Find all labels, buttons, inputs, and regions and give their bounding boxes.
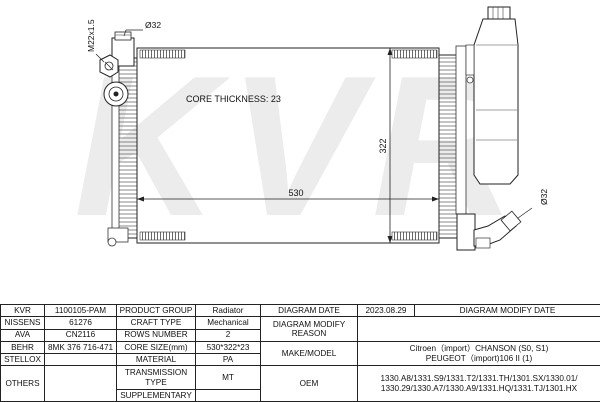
radiator-technical-drawing: KVR [74, 6, 549, 258]
oem-label: OEM [260, 365, 358, 402]
nissens-part-number: 61276 [44, 316, 117, 330]
supplementary-label: SUPPLEMENTARY [116, 388, 196, 402]
make-model-label: MAKE/MODEL [260, 340, 358, 367]
rows-number-value: 2 [195, 328, 261, 342]
craft-type-label: CRAFT TYPE [116, 316, 196, 330]
table-row: AVA CN2116 ROWS NUMBER 2 [0, 328, 600, 342]
brand-behr: BEHR [0, 340, 45, 355]
diagram-modify-reason-value [357, 316, 600, 342]
behr-part-number: 8MK 376 716-471 [44, 340, 117, 355]
oem-line: 1330.A8/1331.S9/1331.T2/1331.TH/1301.SX/… [380, 374, 578, 384]
product-group-label: PRODUCT GROUP [116, 303, 196, 318]
width-label: 530 [288, 188, 303, 198]
drain-plug [99, 54, 119, 78]
brand-others: OTHERS [0, 365, 45, 402]
thread-callout [95, 53, 105, 63]
right-tank [438, 45, 476, 251]
table-row: STELLOX MATERIAL PA [0, 353, 600, 367]
brand-stellox: STELLOX [0, 353, 45, 367]
supplementary-value [195, 388, 261, 402]
transmission-type-label: TRANSMISSION TYPE [116, 365, 196, 390]
core-size-value: 530*322*23 [195, 340, 261, 355]
outlet-pipe [473, 210, 522, 249]
brand-nissens: NISSENS [0, 316, 45, 330]
inlet-diameter-label: Ø32 [145, 20, 161, 30]
material-label: MATERIAL [116, 353, 196, 367]
brand-kvr: KVR [0, 303, 45, 318]
oem-numbers: 1330.A8/1331.S9/1331.T2/1331.TH/1301.SX/… [357, 365, 600, 402]
diagram-date-label: DIAGRAM DATE [260, 303, 358, 318]
table-row: SUPPLEMENTARY [1, 388, 600, 402]
brand-ava: AVA [0, 328, 45, 342]
core-thickness-label: CORE THICKNESS: 23 [186, 94, 281, 104]
table-row: BEHR 8MK 376 716-471 CORE SIZE(mm) 530*3… [0, 340, 600, 367]
table-row: KVR 1100105-PAM PRODUCT GROUP Radiator D… [0, 303, 600, 318]
make-model-line: Citroen（import）CHANSON (S0, S1) [409, 344, 549, 354]
width-dimension [137, 196, 439, 202]
height-dimension [387, 48, 393, 243]
craft-type-value: Mechanical [195, 316, 261, 330]
diagram-date-value: 2023.08.29 [357, 303, 415, 318]
stellox-part-number [44, 353, 117, 367]
diagram-modify-date-label: DIAGRAM MODIFY DATE [414, 303, 600, 318]
ava-part-number: CN2116 [44, 328, 117, 342]
product-group-value: Radiator [195, 303, 261, 318]
height-label: 322 [378, 138, 388, 153]
kvr-part-number: 1100105-PAM [44, 303, 117, 318]
table-row: NISSENS 61276 CRAFT TYPE Mechanical DIAG… [0, 316, 600, 342]
outlet-diameter-label: Ø32 [539, 189, 549, 205]
make-model-value: Citroen（import）CHANSON (S0, S1) PEUGEOT（… [357, 340, 600, 367]
material-value: PA [195, 353, 261, 367]
others-part-number [44, 365, 117, 402]
inlet-pipe [103, 31, 135, 107]
inlet-diameter-callout [123, 29, 143, 37]
oem-line: 1330.29/1330.A7/1330.A9/1331.HQ/1331.TJ/… [380, 383, 578, 393]
make-model-line: PEUGEOT（import)106 II (1) [425, 353, 533, 363]
diagram-modify-reason-label: DIAGRAM MODIFY REASON [260, 316, 358, 342]
thread-label: M22x1.5 [86, 19, 96, 52]
core-size-label: CORE SIZE(mm) [116, 340, 196, 355]
expansion-tank [465, 6, 519, 185]
transmission-type-value: MT [195, 365, 261, 390]
table-row: OTHERS TRANSMISSION TYPE MT OEM 1330.A8/… [0, 365, 600, 402]
specification-table: KVR 1100105-PAM PRODUCT GROUP Radiator D… [0, 303, 600, 402]
rows-number-label: ROWS NUMBER [116, 328, 196, 342]
outlet-diameter-callout [517, 207, 533, 219]
